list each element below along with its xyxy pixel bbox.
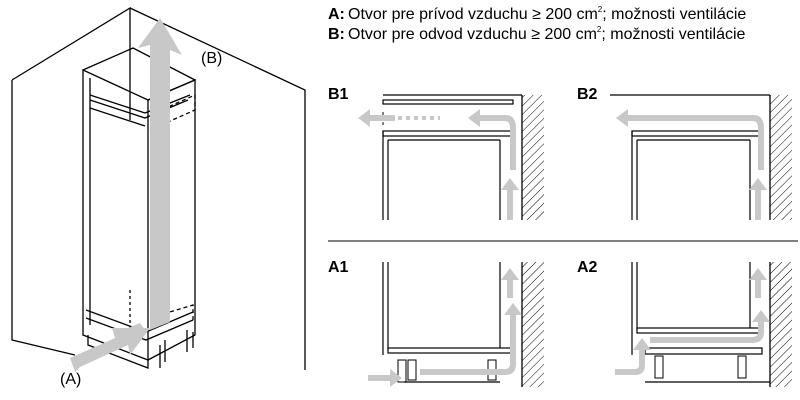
- airflow-in-arrow: [70, 328, 150, 372]
- a2-arrow-up: [749, 268, 767, 298]
- a2-arrow-in: [615, 338, 651, 375]
- top-opening-dashed: [149, 93, 196, 131]
- cabinet-side: [147, 79, 196, 361]
- a1-wall-hatch: [522, 262, 544, 387]
- legend-item-a: A: Otvor pre prívod vzduchu ≥ 200 cm2; m…: [328, 6, 768, 24]
- a2-plinth-panel: [644, 347, 763, 355]
- legend-sup-a: 2: [597, 5, 603, 14]
- plinth: [87, 335, 149, 369]
- a2-bottom-panel: [636, 327, 763, 334]
- cabinet-top: [81, 47, 197, 101]
- airflow-up-arrow: [138, 18, 182, 330]
- cabinet-label-a: (A): [60, 371, 82, 388]
- cabinet-inner-top: [89, 99, 189, 119]
- panel-b1: [358, 94, 544, 220]
- wall-right: [129, 7, 306, 370]
- panel-a1: [368, 262, 544, 387]
- legend-text-b-main: Otvor pre odvod vzduchu ≥ 200 cm: [348, 26, 597, 43]
- b1-arrow-bend: [468, 109, 516, 170]
- b2-arrow-bend: [616, 109, 764, 170]
- legend-item-b: B: Otvor pre odvod vzduchu ≥ 200 cm2; mo…: [328, 26, 768, 44]
- a2-foot-2: [737, 355, 747, 379]
- cabinet-airflow: [70, 18, 182, 372]
- legend-key-b: B:: [328, 26, 345, 43]
- cabinet-bottom-shelf: [85, 317, 194, 341]
- cabinet-drawing: [11, 6, 306, 370]
- b1-arrow-out: [358, 109, 395, 127]
- legend-text-b-rest: ; možnosti ventilácie: [601, 26, 746, 43]
- panel-b2: [610, 94, 792, 220]
- panel-label-a2: A2: [577, 259, 598, 276]
- a2-wall-hatch: [770, 262, 792, 387]
- cabinet-label-b: (B): [201, 50, 223, 67]
- panel-label-b1: B1: [328, 86, 349, 103]
- b1-top-panel: [382, 99, 514, 105]
- legend-text-a-rest: ; možnosti ventilácie: [602, 6, 747, 23]
- cabinet-shelf: [89, 94, 146, 114]
- b1-wall-hatch: [522, 95, 544, 220]
- b1-arrow-up: [501, 178, 519, 220]
- b2-wall-hatch: [770, 95, 792, 220]
- a1-arrow-in: [368, 369, 402, 387]
- a2-foot-1: [654, 355, 664, 379]
- panel-label-a1: A1: [328, 259, 349, 276]
- a1-plinth: [397, 359, 407, 383]
- panel-a2: [615, 262, 792, 387]
- legend: A: Otvor pre prívod vzduchu ≥ 200 cm2; m…: [328, 6, 768, 46]
- wall-corner: [11, 6, 131, 120]
- panel-label-b2: B2: [577, 86, 598, 103]
- legend-text-a-main: Otvor pre prívod vzduchu ≥ 200 cm: [348, 6, 598, 23]
- a1-arrow-up: [501, 268, 519, 298]
- b2-top-panel: [631, 130, 763, 137]
- legend-text-b: Otvor pre odvod vzduchu ≥ 200 cm2; možno…: [348, 26, 745, 44]
- b2-arrow-up: [749, 178, 767, 220]
- wall-left: [11, 80, 76, 356]
- a1-foot-1: [407, 359, 417, 381]
- cabinet-front: [82, 70, 149, 361]
- a2-arrow-mid: [650, 310, 770, 343]
- legend-key-a: A:: [328, 6, 345, 23]
- legend-text-a: Otvor pre prívod vzduchu ≥ 200 cm2; možn…: [348, 6, 746, 24]
- legend-sup-b: 2: [596, 25, 602, 34]
- a1-arrow-bottom: [420, 303, 522, 375]
- a1-bottom-panel: [387, 347, 514, 354]
